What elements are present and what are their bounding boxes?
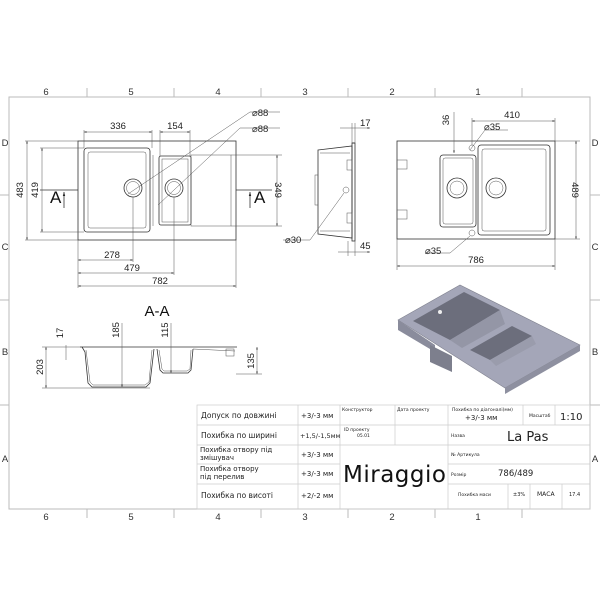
tolerance-value-length: +3/-3 мм xyxy=(301,412,333,420)
dim-diameter-35-top: ⌀35 xyxy=(484,122,500,133)
name-label: Назва xyxy=(451,433,465,439)
dim-45: 45 xyxy=(360,241,371,252)
dim-17-side: 17 xyxy=(360,118,371,129)
dim-36: 36 xyxy=(441,115,452,126)
dim-782: 782 xyxy=(152,276,168,287)
tolerance-label-overflow-hole: Похибка отвору під перелив xyxy=(200,465,259,481)
dim-diameter-88-a: ⌀88 xyxy=(252,108,268,119)
grid-row-c: C xyxy=(592,242,599,253)
tolerance-value-height: +2/-2 мм xyxy=(301,492,333,500)
dim-483: 483 xyxy=(15,182,26,198)
tolerance-label-width: Похибка по ширині xyxy=(201,431,277,440)
grid-col-3: 3 xyxy=(302,87,307,98)
project-id-label: ID проекту xyxy=(344,427,370,433)
size-value: 786/489 xyxy=(498,469,533,479)
grid-col-5: 5 xyxy=(128,512,133,523)
grid-col-6: 6 xyxy=(43,512,48,523)
drawing-frame xyxy=(0,88,600,518)
top-view: A A 336 154 ⌀88 ⌀88 483 419 349 xyxy=(15,108,283,288)
section-mark-a-left: A xyxy=(50,188,62,207)
grid-col-4: 4 xyxy=(215,87,220,98)
dim-278: 278 xyxy=(104,250,120,261)
grid-col-2: 2 xyxy=(389,87,394,98)
product-name: La Pas xyxy=(507,430,549,445)
section-mark-a-right: A xyxy=(254,188,266,207)
isometric-sink-view xyxy=(397,284,581,394)
grid-col-4: 4 xyxy=(215,512,220,523)
brand-logo: Miraggio xyxy=(343,462,446,488)
dim-419: 419 xyxy=(30,182,41,198)
grid-column-labels-top: 6 5 4 3 2 1 xyxy=(43,87,480,98)
dim-786: 786 xyxy=(468,255,484,266)
mass-value: 17.4 xyxy=(569,492,580,498)
grid-col-5: 5 xyxy=(128,87,133,98)
dim-diameter-30: ⌀30 xyxy=(285,235,301,246)
grid-row-a: A xyxy=(592,454,599,465)
dim-diameter-88-b: ⌀88 xyxy=(252,124,268,135)
mass-error-label: Похибка маси xyxy=(458,492,491,498)
dim-185: 185 xyxy=(111,322,122,338)
mass-label: МАСА xyxy=(537,491,555,498)
dim-17-section: 17 xyxy=(55,328,66,339)
grid-column-labels-bottom: 6 5 4 3 2 1 xyxy=(43,512,480,523)
dim-489: 489 xyxy=(569,182,580,198)
side-view: 17 45 ⌀30 xyxy=(283,118,371,256)
dim-410: 410 xyxy=(504,110,520,121)
tolerance-value-width: +1,5/-1,5мм xyxy=(300,432,341,440)
diagonal-error-label: Похибка по діагоналі(мм) xyxy=(452,407,513,413)
dim-349: 349 xyxy=(272,182,283,198)
grid-col-1: 1 xyxy=(475,87,480,98)
constructor-label: Конструктор xyxy=(342,407,373,413)
project-id-value: 05.01 xyxy=(357,433,370,439)
grid-col-2: 2 xyxy=(389,512,394,523)
scale-value: 1:10 xyxy=(560,412,582,423)
mass-error-value: ±3% xyxy=(513,492,525,498)
review-date-label: Дата проекту xyxy=(397,407,430,413)
dim-479: 479 xyxy=(124,263,140,274)
article-label: № Артикула xyxy=(451,452,480,458)
grid-col-3: 3 xyxy=(302,512,307,523)
dim-135: 135 xyxy=(246,353,257,369)
size-label: Розмір xyxy=(451,472,467,478)
title-block: Допуск по довжині +3/-3 мм Похибка по ши… xyxy=(196,404,591,510)
dim-336: 336 xyxy=(110,121,126,132)
grid-col-6: 6 xyxy=(43,87,48,98)
grid-row-labels-right: D C B A xyxy=(592,138,599,465)
section-a-a: A-A 17 185 115 203 135 xyxy=(35,303,262,389)
tolerance-value-overflow-hole: +3/-3 мм xyxy=(301,470,333,478)
dim-203: 203 xyxy=(35,359,46,375)
tolerance-value-mixer-hole: +3/-3 мм xyxy=(301,451,333,459)
tolerance-label-mixer-hole: Похибка отвору під змішувач xyxy=(200,446,272,462)
grid-row-b: B xyxy=(2,347,8,358)
grid-row-d: D xyxy=(592,138,599,149)
diagonal-error-value: +3/-3 мм xyxy=(465,414,497,422)
tolerance-label-length: Допуск по довжині xyxy=(201,411,277,420)
grid-row-labels-left: D C B A xyxy=(2,138,9,465)
dim-115: 115 xyxy=(160,322,171,337)
section-title: A-A xyxy=(144,303,169,320)
dim-154: 154 xyxy=(167,121,183,132)
grid-row-c: C xyxy=(2,242,9,253)
tolerance-label-height: Похибка по висоті xyxy=(201,491,273,500)
bottom-view: 36 410 ⌀35 ⌀35 489 786 xyxy=(396,110,580,270)
grid-col-1: 1 xyxy=(475,512,480,523)
grid-row-a: A xyxy=(2,454,9,465)
scale-label: Масштаб xyxy=(529,413,551,419)
grid-row-d: D xyxy=(2,138,9,149)
dim-diameter-35-bottom: ⌀35 xyxy=(425,246,441,257)
grid-row-b: B xyxy=(592,347,598,358)
